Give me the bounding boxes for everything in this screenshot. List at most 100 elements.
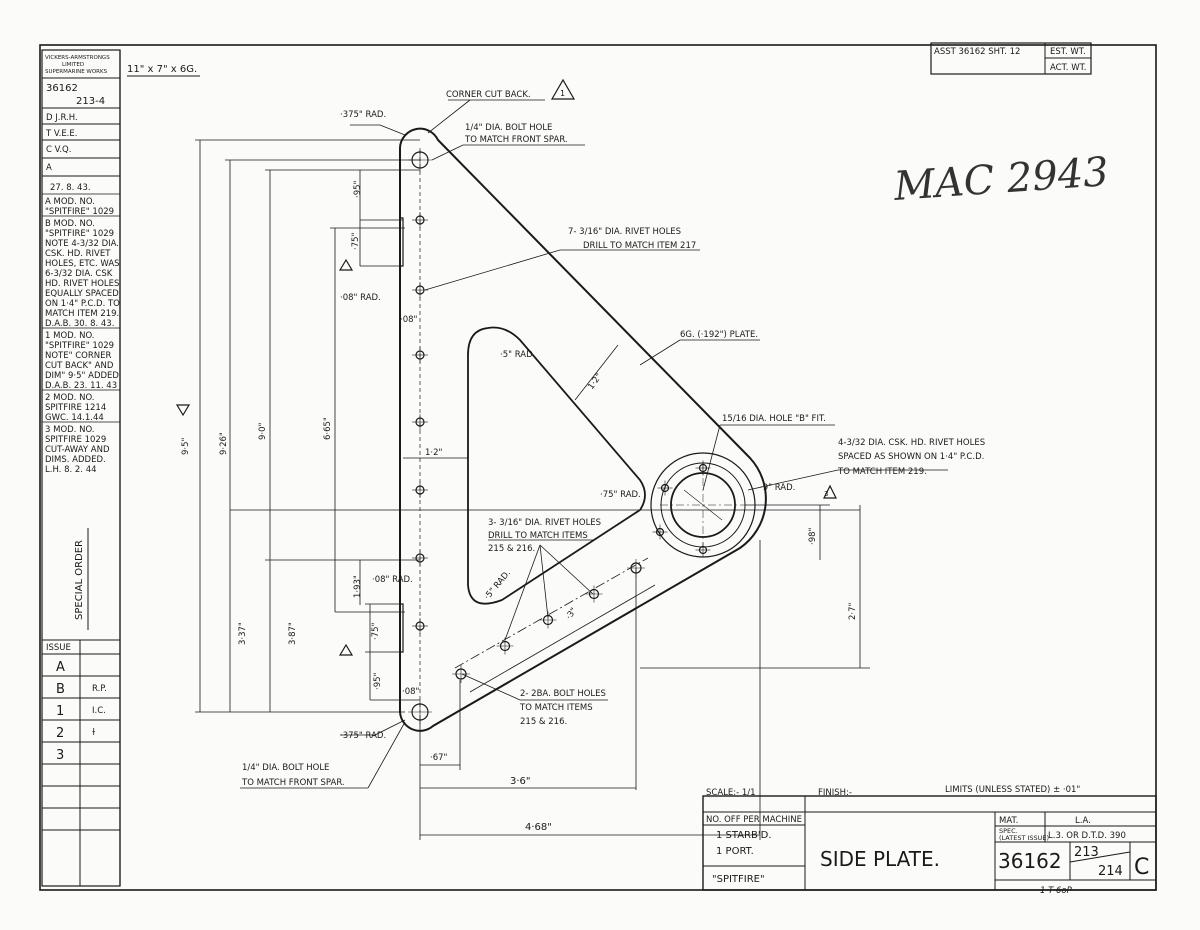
sig-checked: C V.Q. bbox=[46, 145, 71, 155]
csk-rivet-hole bbox=[657, 480, 673, 496]
scale-label: SCALE:- 1/1 bbox=[706, 788, 756, 798]
mod-note-line: 1 MOD. NO. bbox=[45, 331, 95, 341]
bolts-2ba-label-2: TO MATCH ITEMS bbox=[519, 703, 593, 713]
est-weight: EST. WT. bbox=[1050, 47, 1086, 57]
spar-rivet-hole bbox=[412, 482, 428, 498]
mod-note-line: L.H. 8. 2. 44 bbox=[45, 465, 97, 475]
mod-note-line: 2 MOD. NO. bbox=[45, 393, 95, 403]
mod-note-line: CSK. HD. RIVET bbox=[45, 249, 111, 259]
mod-note-line: HD. RIVET HOLES bbox=[45, 279, 119, 289]
dim-075-bot: ·75" bbox=[371, 622, 381, 640]
spar-rivet-hole bbox=[412, 618, 428, 634]
csk-rivet-hole bbox=[695, 542, 711, 558]
csk-label-2: SPACED AS SHOWN ON 1·4" P.C.D. bbox=[838, 452, 984, 462]
issue-code: 3 bbox=[56, 748, 64, 763]
csk-rivet-hole bbox=[695, 460, 711, 476]
mod-note-line: 3 MOD. NO. bbox=[45, 425, 95, 435]
corner-cut-label: CORNER CUT BACK. bbox=[446, 90, 531, 100]
main-hole-label: 15/16 DIA. HOLE "B" FIT. bbox=[722, 414, 826, 424]
no-off-label: NO. OFF PER MACHINE bbox=[706, 815, 802, 825]
spar-rivet-hole bbox=[412, 212, 428, 228]
dimension-lines bbox=[195, 99, 948, 840]
sheet-border bbox=[39, 44, 1157, 891]
spar-rivet-hole bbox=[412, 282, 428, 298]
dim-rad-0-5-low: ·5" RAD. bbox=[483, 568, 513, 602]
mod-note-line: "SPITFIRE" 1029 bbox=[45, 207, 114, 217]
item-number-bottom: 214 bbox=[1098, 864, 1123, 879]
dim-0-98: ·98" bbox=[808, 527, 818, 545]
company-line-3: SUPERMARINE WORKS bbox=[45, 69, 108, 75]
rear-bolt-label-2: TO MATCH FRONT SPAR. bbox=[241, 778, 345, 788]
dim-rad-0-9: ·9" RAD. bbox=[760, 483, 795, 493]
mod-note-line: "SPITFIRE" 1029 bbox=[45, 229, 114, 239]
dim-rad-0-75: ·75" RAD. bbox=[600, 490, 641, 500]
dim-095-bot: ·95" bbox=[373, 672, 383, 690]
spec-value: L.3. OR D.T.D. 390 bbox=[1048, 831, 1126, 841]
issue-header: ISSUE bbox=[46, 643, 71, 653]
rivets-7-label: 7- 3/16" DIA. RIVET HOLES bbox=[568, 227, 681, 237]
spar-rivet-hole bbox=[412, 347, 428, 363]
drawing-number: 36162 bbox=[998, 849, 1062, 873]
part-name: SIDE PLATE. bbox=[820, 847, 940, 871]
bottom-title-block: SCALE:- 1/1 FINISH:- LIMITS (UNLESS STAT… bbox=[702, 785, 1157, 896]
bolt-hole-2ba bbox=[452, 665, 470, 683]
handwritten-reference: MAC 2943 bbox=[891, 149, 1110, 210]
svg-text:1: 1 bbox=[560, 89, 565, 98]
mod-note-line: CUT-AWAY AND bbox=[45, 445, 110, 455]
mod-note-line: B MOD. NO. bbox=[45, 219, 95, 229]
sig-approved: A bbox=[46, 163, 52, 173]
dim-9-0: 9·0" bbox=[258, 422, 268, 440]
dim-3-87: 3·87" bbox=[288, 622, 298, 645]
special-order-label: SPECIAL ORDER bbox=[74, 540, 85, 620]
limits-label: LIMITS (UNLESS STATED) ± ·01" bbox=[945, 785, 1080, 795]
mod-note-line: CUT BACK" AND bbox=[45, 361, 114, 371]
material-size: 11" x 7" x 6G. bbox=[127, 64, 197, 75]
bolts-2ba-label: 2- 2BA. BOLT HOLES bbox=[520, 689, 606, 699]
mod-note-line: HOLES, ETC. WAS bbox=[45, 259, 120, 269]
rivets-7-label-2: DRILL TO MATCH ITEM 217 bbox=[583, 241, 696, 251]
assy-ref: ASST 36162 SHT. 12 bbox=[934, 47, 1020, 57]
rivets-3-label-2: DRILL TO MATCH ITEMS bbox=[488, 531, 588, 541]
sig-traced: T V.E.E. bbox=[45, 129, 77, 139]
mod-note-line: D.A.B. 23. 11. 43 bbox=[45, 381, 117, 391]
dim-08-rad-bot: ·08" RAD. bbox=[372, 575, 413, 585]
rear-bolt-label: 1/4" DIA. BOLT HOLE bbox=[242, 763, 329, 773]
issue-initials: R.P. bbox=[92, 684, 107, 694]
dim-08-top: ·08" bbox=[400, 315, 418, 325]
mod-note-line: ON 1·4" P.C.D. TO bbox=[45, 299, 120, 309]
issue-code: B bbox=[56, 682, 65, 697]
dim-radius-top: ·375" RAD. bbox=[340, 110, 386, 120]
mod-note-line: NOTE" CORNER bbox=[45, 351, 111, 361]
mod-note-line: SPITFIRE 1214 bbox=[45, 403, 106, 413]
dim-2-7: 2·7" bbox=[848, 602, 858, 620]
mod-note-line: D.A.B. 30. 8. 43. bbox=[45, 319, 114, 329]
plate-thickness-label: 6G. (·192") PLATE. bbox=[680, 330, 758, 340]
issue-letter: C bbox=[1134, 855, 1149, 880]
dim-08-rad-top: ·08" RAD. bbox=[340, 293, 381, 303]
dim-6-65: 6·65" bbox=[323, 417, 333, 440]
rivets-3-label: 3- 3/16" DIA. RIVET HOLES bbox=[488, 518, 601, 528]
revision-triangles bbox=[175, 78, 837, 656]
mod-note-line: A MOD. NO. bbox=[45, 197, 95, 207]
issue-code: 2 bbox=[56, 726, 64, 741]
rivets-3-label-3: 215 & 216. bbox=[488, 544, 535, 554]
diagonal-rivet-hole bbox=[585, 585, 603, 603]
mod-note-line: MATCH ITEM 219. bbox=[45, 309, 119, 319]
mod-note-line: SPITFIRE 1029 bbox=[45, 435, 106, 445]
mod-note-line: "SPITFIRE" 1029 bbox=[45, 341, 114, 351]
dim-3-37: 3·37" bbox=[238, 622, 248, 645]
diagonal-rivet-hole bbox=[539, 611, 557, 629]
qty-starboard: 1 STARB'D. bbox=[716, 830, 772, 841]
issue-code: 1 bbox=[56, 704, 64, 719]
sheet-no-left: 213-4 bbox=[76, 96, 105, 107]
spar-rivet-hole bbox=[412, 414, 428, 430]
mod-note-line: GWC. 14.1.44 bbox=[45, 413, 104, 423]
mod-note-line: DIM" 9·5" ADDED bbox=[45, 371, 119, 381]
mod-note-line: EQUALLY SPACED bbox=[45, 289, 119, 299]
issue-initials: I.C. bbox=[92, 706, 106, 716]
dim-0-3: ·3" bbox=[564, 606, 579, 622]
mod-note-line: 6-3/32 DIA. CSK bbox=[45, 269, 113, 279]
